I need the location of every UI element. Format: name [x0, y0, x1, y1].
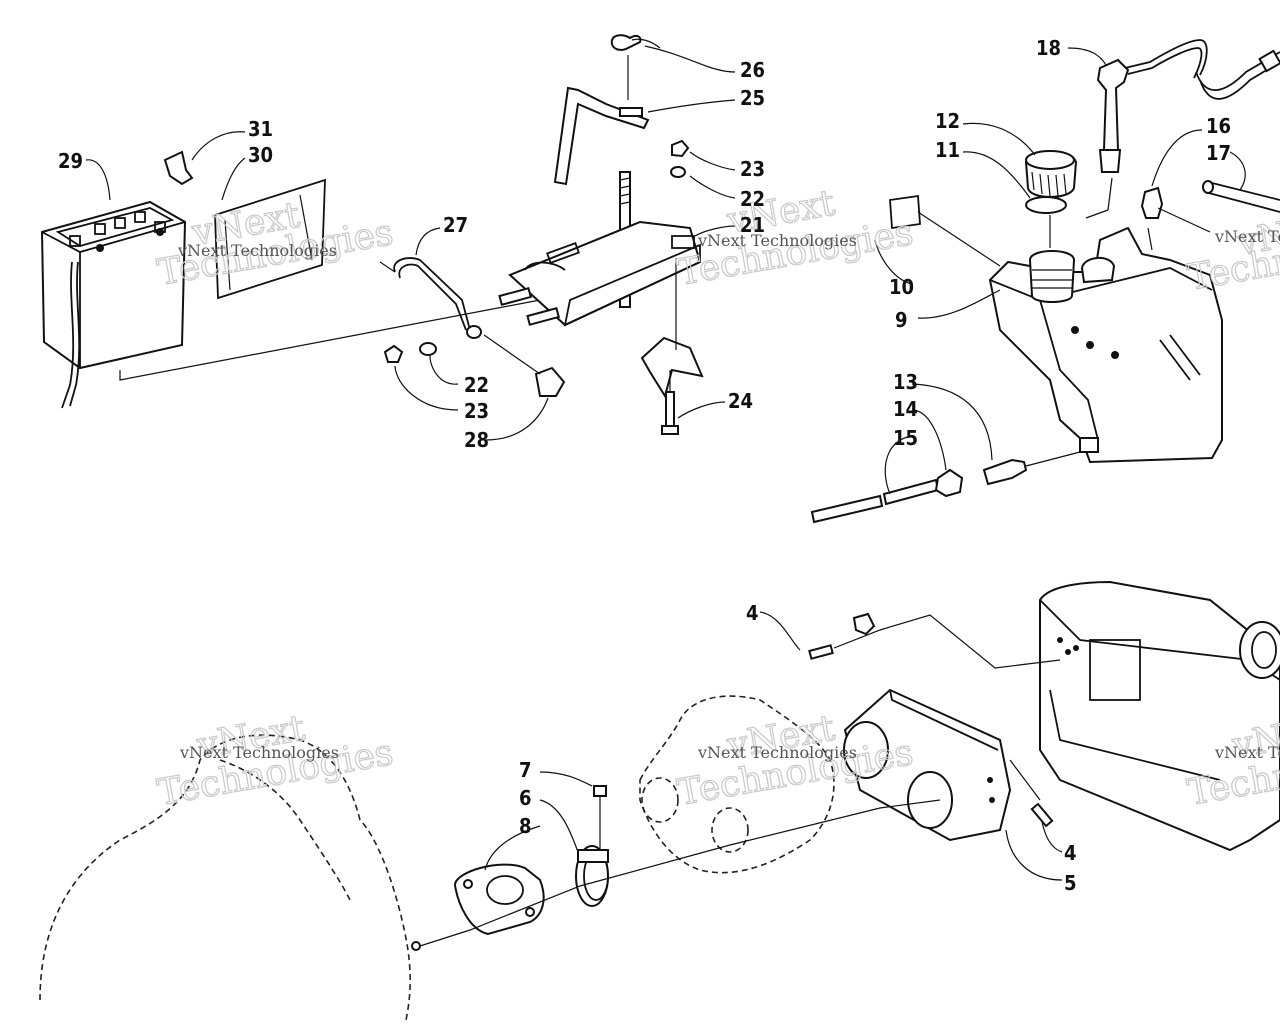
leader-lines	[85, 38, 1246, 881]
callout-21: 21	[740, 213, 765, 237]
screw-4b	[1030, 802, 1054, 828]
callout-22a: 22	[740, 187, 765, 211]
screw-4a	[808, 612, 876, 660]
cap-gasket	[1025, 196, 1067, 214]
callout-labels: 29 31 30 27 26 25 23 22 21 24 22 23 28 1…	[58, 36, 1231, 895]
oil-line	[810, 478, 940, 524]
callout-15: 15	[893, 426, 918, 450]
watermark-small: vNext Technologies	[179, 743, 339, 762]
callout-11: 11	[935, 138, 960, 162]
vent-hose	[1202, 180, 1280, 213]
watermark-small: vNext Technologies	[697, 231, 857, 250]
clamp	[575, 845, 609, 907]
callout-14: 14	[893, 397, 918, 421]
carburetor	[639, 695, 835, 874]
clamp-screw	[593, 785, 607, 797]
spacer-bushing	[534, 366, 566, 397]
bolt	[661, 391, 679, 435]
callout-7: 7	[519, 758, 532, 782]
nut-and-washer-left	[383, 342, 437, 363]
oil-level-sensor	[1096, 39, 1208, 173]
callout-22b: 22	[464, 373, 489, 397]
battery-hold-down-strap	[553, 86, 650, 186]
watermarks: vNext Technologies vNext Technologies vN…	[154, 182, 1280, 814]
battery-pad	[214, 178, 326, 300]
callout-9: 9	[895, 308, 908, 332]
decal	[889, 194, 921, 230]
battery	[40, 200, 187, 409]
callout-8: 8	[519, 814, 532, 838]
battery-tray	[508, 220, 702, 327]
watermark-small: vNext Technologies	[1214, 743, 1280, 762]
oil-cap	[1024, 150, 1078, 198]
wing-nut	[610, 34, 642, 51]
mounting-bracket	[640, 336, 704, 399]
fitting	[982, 458, 1028, 486]
callout-23a: 23	[740, 157, 765, 181]
callout-5: 5	[1064, 871, 1077, 895]
carb-adaptor	[843, 688, 1012, 842]
callout-23b: 23	[464, 399, 489, 423]
filler-neck	[1028, 250, 1076, 303]
engine	[39, 734, 421, 1021]
callout-13: 13	[893, 370, 918, 394]
callout-24: 24	[728, 389, 753, 413]
vent-elbow	[163, 150, 194, 186]
callout-16: 16	[1206, 114, 1231, 138]
vent-line	[1195, 49, 1280, 100]
battery-cable	[379, 257, 482, 339]
callout-29: 29	[58, 149, 83, 173]
callout-26: 26	[740, 58, 765, 82]
flange	[453, 863, 545, 936]
hose-clamp	[934, 468, 964, 498]
airbox-inlet	[1239, 621, 1280, 679]
tray-studs	[498, 287, 561, 326]
vent-fitting	[1080, 257, 1116, 284]
callout-18: 18	[1036, 36, 1061, 60]
watermark-small: vNext Technologies	[177, 241, 337, 260]
callout-31: 31	[248, 117, 273, 141]
nut-and-washer-right	[670, 139, 690, 178]
callout-27: 27	[443, 213, 468, 237]
callout-10: 10	[889, 275, 914, 299]
airbox	[1039, 580, 1280, 852]
callout-4a: 4	[746, 601, 759, 625]
callout-30: 30	[248, 143, 273, 167]
callout-12: 12	[935, 109, 960, 133]
callout-6: 6	[519, 786, 532, 810]
callout-17: 17	[1206, 141, 1231, 165]
watermark-small: vNext Technologies	[1214, 227, 1280, 246]
watermark-small: vNext Technologies	[697, 743, 857, 762]
callout-25: 25	[740, 86, 765, 110]
battery-leader-line	[119, 299, 541, 381]
callout-28: 28	[464, 428, 489, 452]
callout-4b: 4	[1064, 841, 1077, 865]
vent-elbow-fitting	[1140, 186, 1164, 219]
